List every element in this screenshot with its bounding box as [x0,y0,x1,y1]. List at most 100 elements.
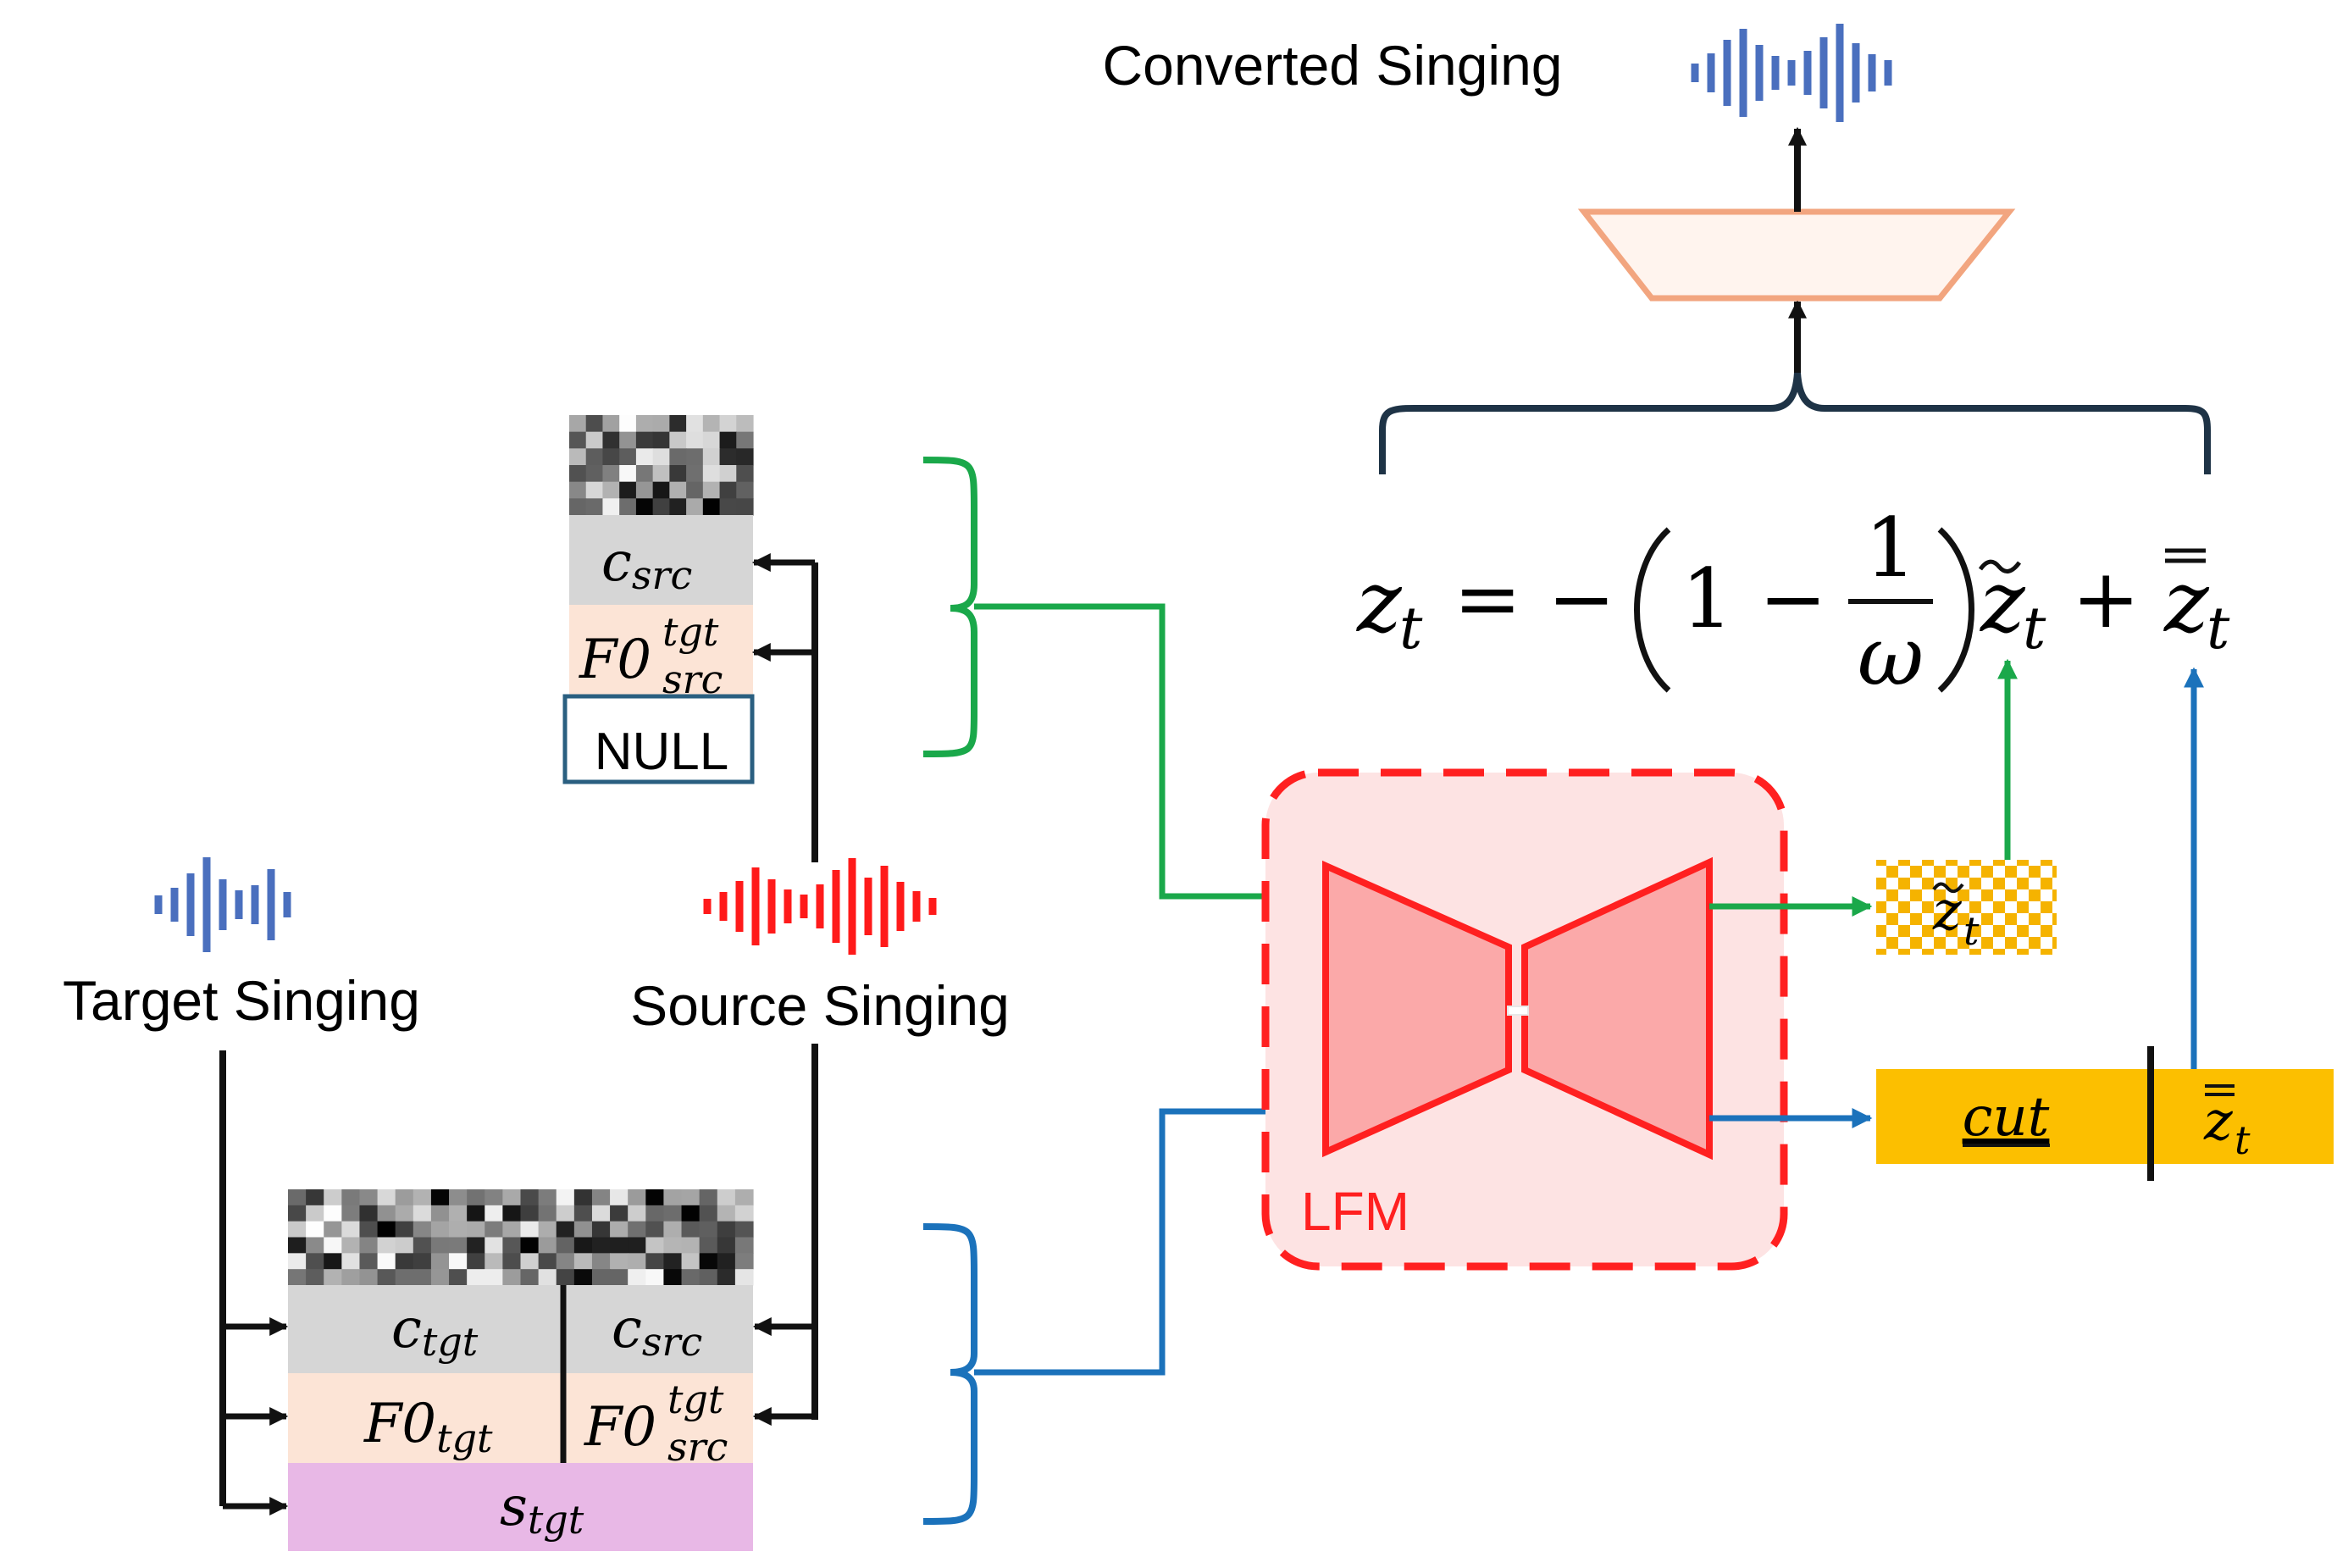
noise-bottom-pixel [556,1237,575,1254]
noise-bottom-pixel [699,1269,718,1286]
noise-bottom-pixel [699,1253,718,1270]
formula-tilde-mark [1978,559,2022,573]
noise-top-pixel [602,481,620,499]
noise-top-pixel [585,481,604,499]
noise-bottom-pixel [413,1205,432,1222]
noise-bottom-pixel [663,1205,683,1222]
waveform-bar [719,892,728,921]
cell-f0-src-bottom-label: F0 tgt src [584,1377,728,1470]
noise-bottom-pixel [699,1237,718,1254]
noise-bottom-pixel [306,1205,324,1222]
noise-bottom-pixel [449,1189,468,1206]
noise-top-pixel [602,431,620,449]
noise-bottom-pixel [663,1189,683,1206]
z-bar-box-label: z t [2203,1090,2251,1163]
formula-brace [1379,372,2211,474]
waveform-bar [202,857,211,952]
noise-bottom-pixel [502,1221,522,1238]
noise-bottom-pixel [306,1237,324,1254]
waveform-bar [1819,37,1828,108]
noise-top-pixel [585,498,604,516]
noise-bottom-pixel [502,1189,522,1206]
noise-bottom-pixel [628,1269,646,1286]
noise-bottom-pixel [341,1189,361,1206]
noise-bottom-pixel [556,1189,575,1206]
noise-bottom-pixel [288,1205,307,1222]
noise-top-pixel [619,481,637,499]
formula-paren-left [1634,527,1671,693]
null-label: NULL [595,723,729,781]
noise-bottom-pixel [610,1269,629,1286]
noise-top-pixel [736,431,754,449]
formula-lhs: z t [1356,552,1423,662]
waveform-bar [1852,43,1860,103]
waveform-bar [1723,40,1731,106]
noise-bottom-pixel [663,1269,683,1286]
noise-top-pixel [702,448,721,466]
noise-bottom-pixel [573,1253,593,1270]
noise-bottom-pixel [359,1189,379,1206]
lfm-label: LFM [1301,1181,1409,1242]
noise-bottom-pixel [573,1237,593,1254]
lfm-decoder [1521,856,1713,1161]
waveform-bar [751,867,760,945]
z-tilde-box [1876,860,2057,955]
noise-bottom-pixel [645,1221,665,1238]
cell-c-src-top-label: csrc [601,531,692,598]
noise-bottom-pixel [502,1253,522,1270]
noise-top-pixel [736,465,754,483]
noise-bottom-pixel [306,1269,324,1286]
noise-top-pixel [719,431,737,449]
noise-bottom-pixel [538,1189,557,1206]
noise-top-pixel [619,498,637,516]
noise-top-pixel [719,415,737,433]
waveform-bar [1787,60,1796,86]
waveform-bar [816,884,824,928]
waveform-bar [880,866,889,947]
lfm-encoder [1322,860,1512,1158]
noise-bottom-pixel [699,1205,718,1222]
noise-top-pixel [585,431,604,449]
waveform-bar [1691,64,1699,82]
noise-bottom-pixel [591,1189,611,1206]
noise-bottom-pixel [573,1205,593,1222]
noise-bottom-pixel [485,1253,503,1270]
noise-top-pixel [619,431,637,449]
noise-bottom-pixel [430,1237,450,1254]
cut-label: cut [1963,1086,2050,1149]
noise-top-pixel [686,481,704,499]
cell-c-tgt [288,1285,563,1373]
noise-bottom-pixel [288,1269,307,1286]
formula-one-minus: 1 − [1681,551,1827,646]
noise-top-pixel [652,448,670,466]
noise-top-pixel [702,498,721,516]
cell-f0-src-top [569,605,753,695]
noise-bottom-pixel [734,1205,754,1222]
noise-bottom-pixel [467,1253,485,1270]
noise-bottom-pixel [591,1237,611,1254]
noise-top-pixel [669,448,687,466]
cell-f0-src-bottom [563,1373,753,1463]
noise-bottom-pixel [341,1205,361,1222]
noise-top-pixel [652,498,670,516]
noise-top-pixel [585,448,604,466]
noise-bottom-pixel [663,1253,683,1270]
noise-bottom-pixel [591,1221,611,1238]
noise-top-pixel [669,431,687,449]
noise-top-pixel [719,448,737,466]
source-waveform-icon [703,858,937,955]
noise-bottom-pixel [485,1205,503,1222]
noise-top-pixel [569,448,587,466]
waveform-bar [864,878,872,935]
noise-bottom-pixel [377,1205,396,1222]
noise-bottom-pixel [324,1253,342,1270]
noise-bottom-pixel [663,1237,683,1254]
noise-bottom-pixel [538,1237,557,1254]
formula-z-tilde: z t [1980,552,2046,662]
waveform-bar [251,885,259,924]
target-waveform-icon [154,857,291,952]
noise-bottom-pixel [628,1237,646,1254]
cell-f0-src-top-label: F0 tgt src [579,609,723,702]
cell-c-src-bottom [563,1285,753,1373]
waveform-bar [703,899,712,914]
